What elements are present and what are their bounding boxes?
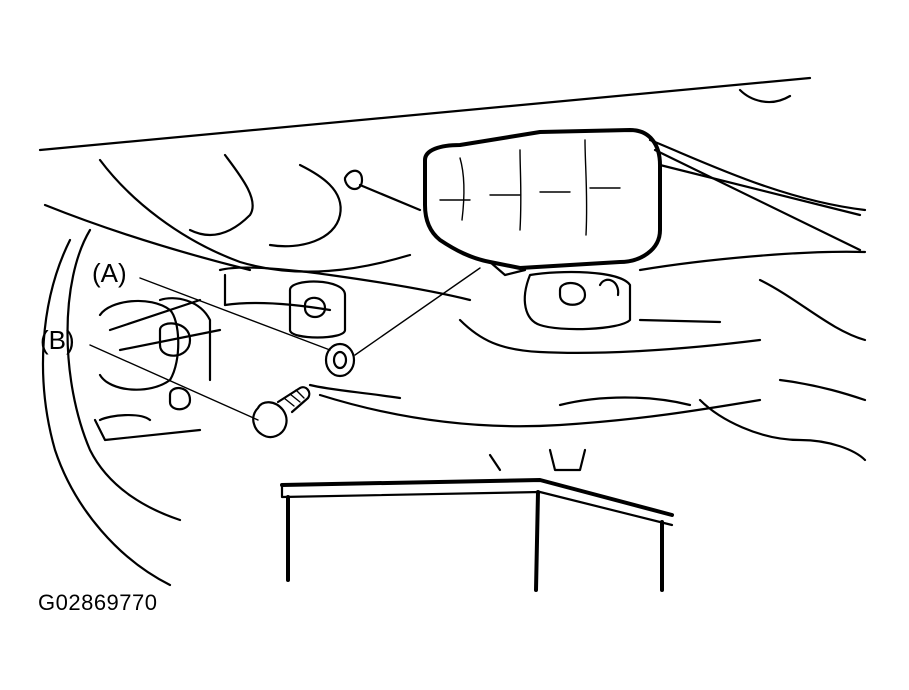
leader-lines bbox=[89, 267, 481, 421]
oil-pan bbox=[423, 128, 662, 277]
callout-label-a: (A) bbox=[92, 258, 127, 288]
callout-label-b: (B) bbox=[40, 325, 75, 355]
drain-plug-bolt bbox=[252, 386, 311, 439]
vehicle-underbody bbox=[38, 76, 867, 462]
oil-drain-container bbox=[280, 448, 674, 592]
crossmember bbox=[218, 266, 762, 428]
wheel-assembly bbox=[41, 228, 222, 587]
figure-identifier: G02869770 bbox=[38, 590, 158, 615]
drain-plug-washer bbox=[324, 342, 356, 378]
